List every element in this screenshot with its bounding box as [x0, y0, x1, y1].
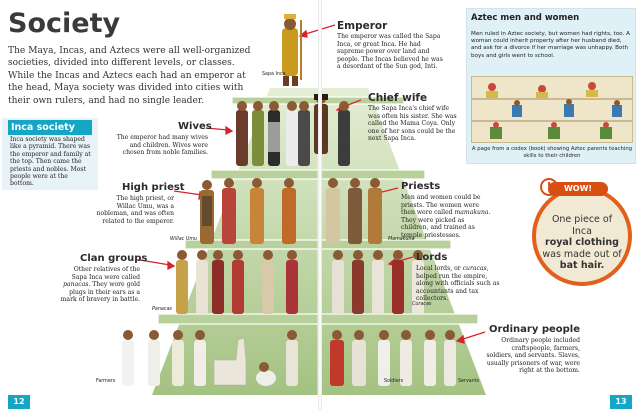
high-priest-text: The high priest, or Willac Umu, was a no…	[96, 195, 174, 225]
inca-society-body: Inca society was shaped like a pyramid. …	[10, 136, 91, 188]
emperor-figure	[282, 14, 302, 86]
clan-groups-label: Clan groups	[80, 253, 148, 264]
high-priest-label: High priest	[122, 182, 185, 193]
soldiers-tag: Soldiers	[384, 379, 404, 384]
wow-fact-text: One piece of Inca royal clothing was mad…	[542, 214, 622, 271]
clan-groups-text: Other relatives of the Sapa Inca were ca…	[60, 266, 140, 304]
page-title: Society	[8, 8, 121, 39]
noble-figures	[176, 250, 424, 314]
codex-image	[471, 76, 633, 143]
servants-tag: Servants	[458, 379, 480, 384]
farmers-tag: Farmers	[96, 379, 116, 384]
wow-badge: WOW!	[548, 182, 608, 196]
priests-label: Priests	[401, 181, 441, 192]
page-gutter	[318, 0, 322, 411]
aztec-box-body: Men ruled in Aztec society, but women ha…	[471, 31, 630, 59]
mamakuna-tag: Mamakuna	[388, 237, 415, 242]
wives-text: The emperor had many wives and children.…	[116, 134, 208, 157]
chief-wife-label: Chief wife	[368, 92, 428, 104]
emperor-label: Emperor	[337, 20, 388, 32]
wow-fact-bubble: ! WOW! One piece of Inca royal clothing …	[532, 178, 632, 286]
ordinary-figures	[122, 330, 456, 386]
llama-shape	[213, 337, 247, 386]
left-page: Society The Maya, Incas, and Aztecs were…	[0, 0, 318, 411]
sapa-inca-tag: Sapa Inca	[262, 72, 286, 77]
page-number-left: 12	[8, 395, 30, 409]
priests-text: Men and women could be priests. The wome…	[401, 194, 491, 239]
intro-paragraph: The Maya, Incas, and Aztecs were all wel…	[8, 46, 251, 106]
ordinary-people-text: Ordinary people included craftspeople, f…	[486, 337, 580, 375]
wives-label: Wives	[178, 121, 212, 132]
emperor-text: The emperor was called the Sapa Inca, or…	[337, 33, 443, 71]
ordinary-people-label: Ordinary people	[489, 324, 580, 335]
codex-caption: A page from a codex (book) showing Aztec…	[471, 146, 633, 159]
priest-figures	[200, 178, 382, 244]
aztec-box-title: Aztec men and women	[471, 13, 580, 23]
lords-text: Local lords, or curacas, helped run the …	[416, 265, 500, 303]
inca-society-title: Inca society	[8, 120, 92, 135]
curacas-tag: Curacas	[412, 302, 432, 307]
chief-wife-text: The Sapa Inca's chief wife was often his…	[368, 105, 457, 143]
page-number-right: 13	[610, 395, 632, 409]
aztec-men-women-box: Aztec men and women Men ruled in Aztec s…	[466, 8, 636, 164]
inca-society-box: Inca society Inca society was shaped lik…	[2, 118, 98, 190]
lords-label: Lords	[416, 252, 448, 263]
panacas-tag: Panacas	[152, 307, 172, 312]
willac-umu-tag: Willac Umu	[170, 237, 198, 242]
wives-figures	[236, 101, 350, 166]
